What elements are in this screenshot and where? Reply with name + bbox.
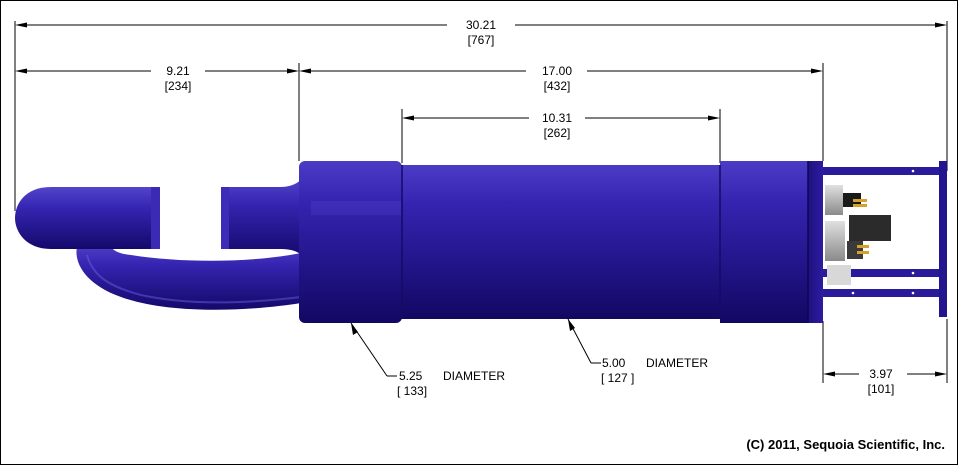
housing-left-collar	[299, 161, 402, 323]
end-cap	[808, 161, 823, 323]
small-diameter-leader	[567, 318, 601, 364]
housing-center-body	[402, 165, 720, 319]
cage-rod-middle	[823, 269, 941, 277]
housing-dimension-mm: [432]	[544, 79, 571, 93]
overall-dimension-mm: [767]	[468, 33, 495, 47]
small-diameter-mm: [ 127 ]	[601, 371, 634, 385]
housing-dimension	[299, 63, 824, 161]
cage-end-plate	[939, 161, 947, 317]
housing-dimension-inches: 17.00	[542, 64, 572, 78]
nose-cone	[15, 187, 159, 249]
cage-rod-top	[823, 167, 941, 175]
cable	[849, 215, 891, 241]
connector-lower	[825, 221, 845, 261]
copyright-notice: (C) 2011, Sequoia Scientific, Inc.	[746, 437, 945, 452]
housing-right-collar	[720, 161, 808, 323]
small-diameter-value: 5.00	[602, 356, 626, 370]
intake-dimension-mm: [234]	[165, 79, 192, 93]
large-diameter-leader	[350, 322, 397, 377]
large-diameter-value: 5.25	[399, 369, 423, 383]
cage-rod-bottom	[823, 289, 941, 297]
intake-dimension	[15, 63, 300, 161]
endcage-dimension	[822, 319, 948, 383]
endcage-dimension-inches: 3.97	[869, 367, 893, 381]
endcage-dimension-mm: [101]	[868, 382, 895, 396]
large-diameter-mm: [ 133]	[397, 384, 427, 398]
connector-upper	[825, 185, 843, 215]
center-dimension	[401, 109, 721, 163]
small-diameter-label: DIAMETER	[646, 356, 708, 370]
center-dimension-mm: [262]	[544, 126, 571, 140]
large-diameter-label: DIAMETER	[443, 369, 505, 383]
overall-dimension-inches: 30.21	[466, 18, 496, 32]
instrument-body	[15, 161, 947, 323]
intake-stub	[221, 177, 303, 257]
overall-dimension	[14, 21, 948, 211]
center-dimension-inches: 10.31	[542, 111, 572, 125]
intake-dimension-inches: 9.21	[166, 64, 190, 78]
